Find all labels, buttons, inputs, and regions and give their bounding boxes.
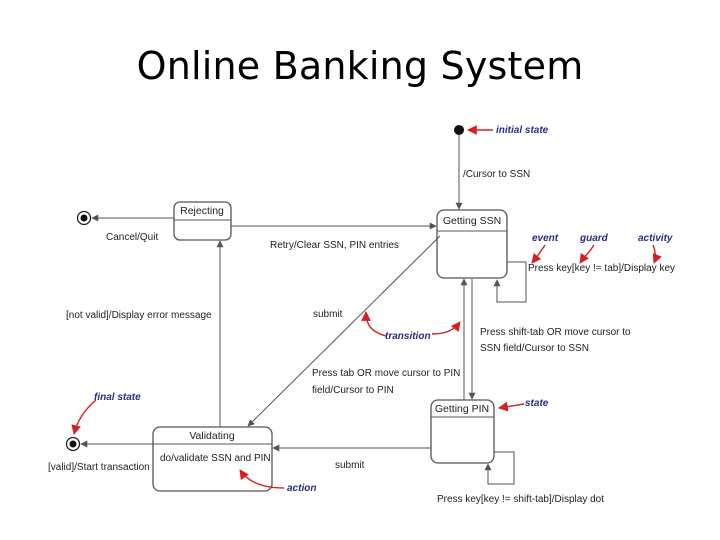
annotation-initial-state: initial state xyxy=(496,125,549,136)
annotation-arrow-event xyxy=(531,244,546,264)
slide-title: Online Banking System xyxy=(136,44,584,88)
state-validating-label: Validating xyxy=(189,430,234,442)
annotation-arrow-transition-left xyxy=(361,311,387,337)
edge-ssn-self-loop xyxy=(493,261,527,303)
annotation-arrow-activity xyxy=(652,244,662,264)
annotation-arrow-state xyxy=(498,401,525,412)
annotation-activity: activity xyxy=(638,233,673,244)
annotation-arrow-transition-right xyxy=(431,321,461,335)
edge-pin-self-loop xyxy=(484,451,515,485)
state-getting-pin: Getting PIN xyxy=(430,399,495,464)
initial-state-node xyxy=(454,125,464,135)
annotation-guard: guard xyxy=(579,233,609,244)
annotation-event: event xyxy=(532,233,559,244)
annotation-final-state: final state xyxy=(94,392,141,403)
state-getting-ssn-label: Getting SSN xyxy=(443,215,501,227)
label-retry-clear: Retry/Clear SSN, PIN entries xyxy=(270,240,399,251)
state-getting-ssn: Getting SSN xyxy=(436,209,508,279)
annotation-transition: transition xyxy=(385,331,431,342)
label-submit-pin: submit xyxy=(335,460,365,471)
label-shift-tab-2: SSN field/Cursor to SSN xyxy=(480,343,589,354)
annotation-state: state xyxy=(525,398,549,409)
label-valid: [valid]/Start transaction xyxy=(48,462,150,473)
label-press-key-ssn: Press key[key != tab]/Display key xyxy=(528,263,675,274)
state-rejecting: Rejecting xyxy=(173,201,232,241)
annotation-action: action xyxy=(287,483,316,494)
state-validating: Validating do/validate SSN and PIN xyxy=(152,426,273,492)
label-cancel-quit: Cancel/Quit xyxy=(106,232,158,243)
label-tab-1: Press tab OR move cursor to PIN xyxy=(312,368,460,379)
label-shift-tab-1: Press shift-tab OR move cursor to xyxy=(480,327,631,338)
final-state-node-top xyxy=(76,210,92,226)
state-validating-activity: do/validate SSN and PIN xyxy=(160,453,271,464)
label-press-key-pin: Press key[key != shift-tab]/Display dot xyxy=(437,494,604,505)
final-state-node-bottom xyxy=(65,436,81,452)
label-submit-ssn: submit xyxy=(313,309,343,320)
annotation-arrow-action xyxy=(239,469,285,489)
label-not-valid: [not valid]/Display error message xyxy=(66,310,212,321)
state-rejecting-label: Rejecting xyxy=(180,205,224,217)
edge-ssn-to-validating xyxy=(247,235,441,427)
label-tab-2: field/Cursor to PIN xyxy=(312,385,394,396)
annotation-arrow-guard xyxy=(579,244,595,264)
label-cursor-to-ssn: /Cursor to SSN xyxy=(463,169,530,180)
state-getting-pin-label: Getting PIN xyxy=(435,403,489,415)
annotation-arrow-final-state xyxy=(71,399,97,435)
